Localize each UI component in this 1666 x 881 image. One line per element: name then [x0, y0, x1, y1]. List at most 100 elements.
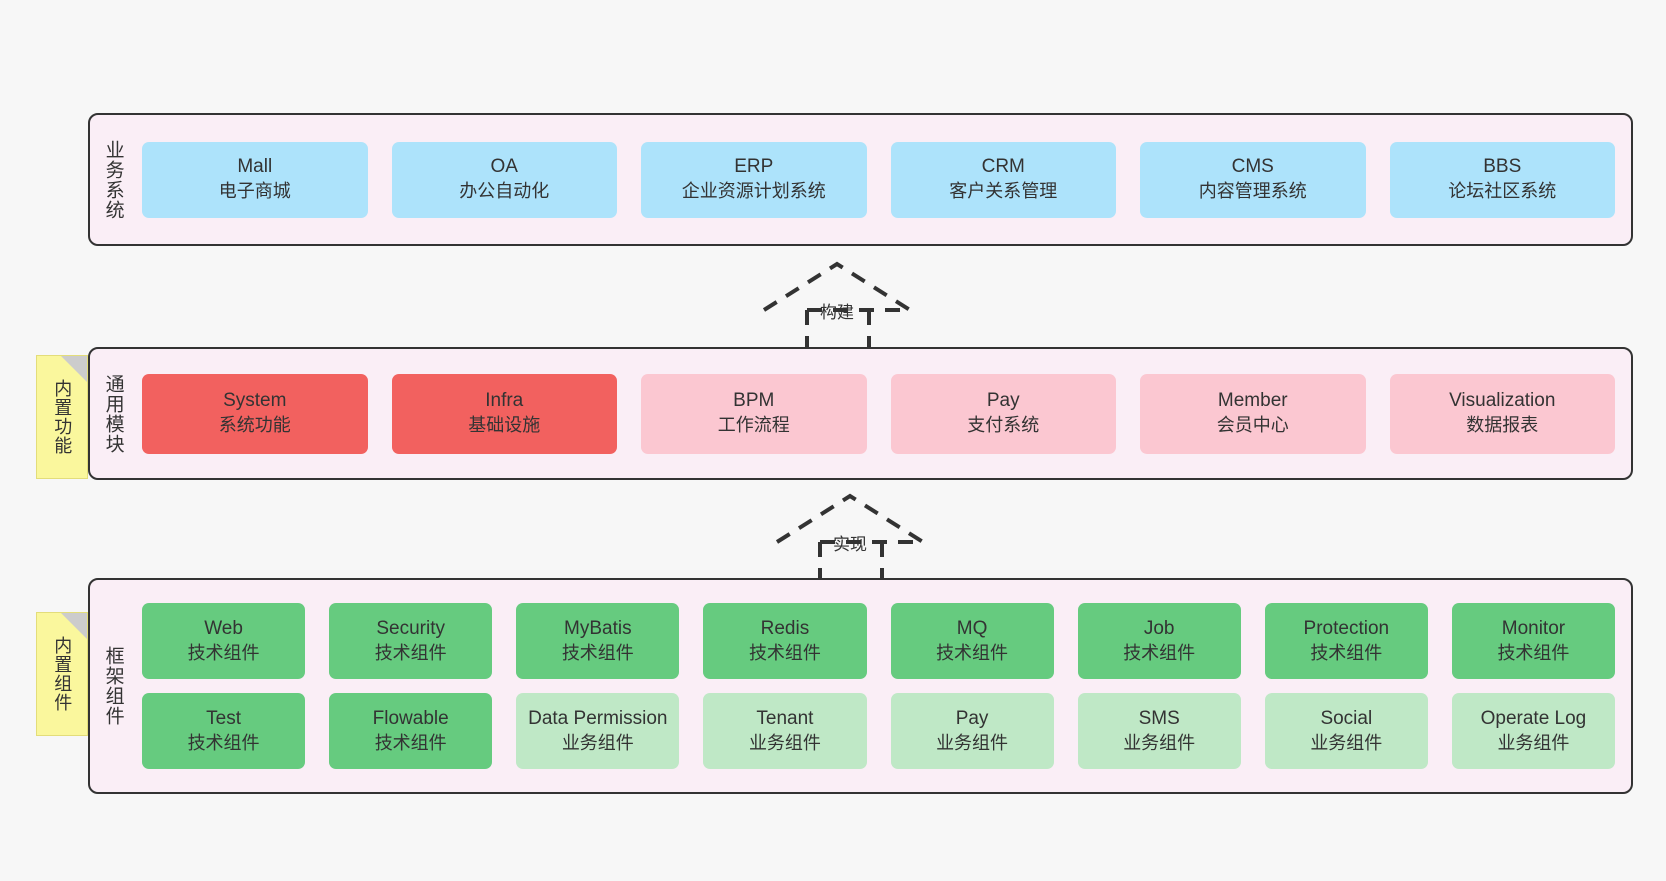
- module-card-pay[interactable]: Pay 支付系统: [890, 373, 1116, 454]
- module-card-subtitle: 企业资源计划系统: [681, 181, 826, 202]
- module-card-member[interactable]: Member 会员中心: [1140, 373, 1366, 454]
- component-card-title: Monitor: [1501, 617, 1566, 639]
- module-card-subtitle: 基础设施: [468, 415, 541, 436]
- component-card-title: Job: [1143, 617, 1175, 639]
- component-card-security[interactable]: Security 技术组件: [329, 603, 493, 679]
- component-card-title: Social: [1320, 707, 1373, 729]
- module-card-subtitle: 工作流程: [717, 415, 790, 436]
- layer-title-common-module: 通用模块: [102, 373, 124, 454]
- module-card-title: Pay: [986, 390, 1020, 412]
- layer-common-module: 通用模块 System 系统功能 Infra 基础设施 BPM 工作流程 Pay…: [88, 347, 1633, 480]
- module-card-title: Member: [1217, 390, 1288, 412]
- layer-body-business-system: Mall 电子商城 OA 办公自动化 ERP 企业资源计划系统 CRM 客户关系…: [136, 115, 1631, 244]
- layer-framework-component: 框架组件 Web 技术组件 Security 技术组件 MyBatis 技术组件…: [88, 578, 1633, 794]
- module-card-title: Mall: [237, 156, 273, 178]
- connector-implement-label: 实现: [833, 535, 867, 554]
- component-card-title: MyBatis: [564, 617, 632, 639]
- component-card-subtitle: 技术组件: [374, 732, 447, 753]
- component-card-flowable[interactable]: Flowable 技术组件: [329, 693, 493, 769]
- component-card-data-permission[interactable]: Data Permission 业务组件: [516, 693, 680, 769]
- module-card-subtitle: 办公自动化: [459, 181, 550, 202]
- card-row: Web 技术组件 Security 技术组件 MyBatis 技术组件 Redi…: [142, 603, 1615, 679]
- module-card-title: System: [223, 390, 287, 412]
- sticky-note-label: 内置组件: [52, 636, 73, 712]
- component-card-title: MQ: [956, 617, 988, 639]
- component-card-title: Protection: [1303, 617, 1390, 639]
- component-card-subtitle: 技术组件: [187, 732, 260, 753]
- generalization-arrowhead-icon: [775, 493, 925, 544]
- component-card-monitor[interactable]: Monitor 技术组件: [1451, 603, 1615, 679]
- module-card-title: Infra: [485, 390, 524, 412]
- component-card-subtitle: 业务组件: [936, 732, 1009, 753]
- component-card-title: Flowable: [372, 707, 449, 729]
- component-card-title: Web: [204, 617, 243, 639]
- module-card-title: BBS: [1483, 156, 1522, 178]
- module-card-title: CMS: [1231, 156, 1274, 178]
- sticky-note-label: 内置功能: [52, 379, 73, 455]
- component-card-web[interactable]: Web 技术组件: [142, 603, 306, 679]
- component-card-subtitle: 技术组件: [374, 642, 447, 663]
- module-card-erp[interactable]: ERP 企业资源计划系统: [641, 141, 867, 218]
- module-card-bbs[interactable]: BBS 论坛社区系统: [1389, 141, 1615, 218]
- component-card-title: Operate Log: [1480, 707, 1587, 729]
- card-row: System 系统功能 Infra 基础设施 BPM 工作流程 Pay 支付系统…: [142, 373, 1615, 454]
- module-card-title: ERP: [734, 156, 774, 178]
- connector-build-label: 构建: [820, 303, 854, 322]
- component-card-subtitle: 技术组件: [561, 642, 634, 663]
- module-card-subtitle: 论坛社区系统: [1448, 181, 1557, 202]
- module-card-mall[interactable]: Mall 电子商城: [142, 141, 368, 218]
- component-card-subtitle: 技术组件: [936, 642, 1009, 663]
- connector-implement: 实现: [775, 490, 925, 580]
- component-card-title: Test: [206, 707, 241, 729]
- component-card-subtitle: 业务组件: [1310, 732, 1383, 753]
- component-card-title: SMS: [1138, 707, 1180, 729]
- layer-body-framework-component: Web 技术组件 Security 技术组件 MyBatis 技术组件 Redi…: [136, 580, 1631, 792]
- layer-title-framework-component: 框架组件: [102, 646, 124, 726]
- component-card-subtitle: 技术组件: [1497, 642, 1570, 663]
- sticky-note-builtin-component: 内置组件: [36, 612, 88, 736]
- module-card-system[interactable]: System 系统功能: [142, 373, 368, 454]
- card-row: Test 技术组件 Flowable 技术组件 Data Permission …: [142, 693, 1615, 769]
- component-card-title: Tenant: [756, 707, 814, 729]
- connector-build: 构建: [762, 258, 912, 348]
- layer-business-system: 业务系统 Mall 电子商城 OA 办公自动化 ERP 企业资源计划系统 CRM…: [88, 113, 1633, 246]
- module-card-cms[interactable]: CMS 内容管理系统: [1140, 141, 1366, 218]
- component-card-mq[interactable]: MQ 技术组件: [890, 603, 1054, 679]
- module-card-subtitle: 内容管理系统: [1198, 181, 1307, 202]
- module-card-subtitle: 客户关系管理: [949, 181, 1058, 202]
- module-card-title: Visualization: [1449, 390, 1556, 412]
- module-card-infra[interactable]: Infra 基础设施: [391, 373, 617, 454]
- component-card-redis[interactable]: Redis 技术组件: [703, 603, 867, 679]
- component-card-title: Redis: [760, 617, 810, 639]
- module-card-bpm[interactable]: BPM 工作流程: [641, 373, 867, 454]
- module-card-subtitle: 支付系统: [967, 415, 1040, 436]
- component-card-mybatis[interactable]: MyBatis 技术组件: [516, 603, 680, 679]
- module-card-crm[interactable]: CRM 客户关系管理: [890, 141, 1116, 218]
- component-card-subtitle: 业务组件: [1123, 732, 1196, 753]
- component-card-protection[interactable]: Protection 技术组件: [1264, 603, 1428, 679]
- component-card-job[interactable]: Job 技术组件: [1077, 603, 1241, 679]
- component-card-title: Security: [376, 617, 445, 639]
- module-card-subtitle: 电子商城: [218, 181, 291, 202]
- component-card-sms[interactable]: SMS 业务组件: [1077, 693, 1241, 769]
- component-card-test[interactable]: Test 技术组件: [142, 693, 306, 769]
- module-card-title: OA: [490, 156, 518, 178]
- module-card-subtitle: 数据报表: [1466, 415, 1539, 436]
- component-card-subtitle: 业务组件: [561, 732, 634, 753]
- component-card-title: Pay: [955, 707, 989, 729]
- generalization-arrowhead-icon: [762, 261, 912, 312]
- module-card-subtitle: 会员中心: [1216, 415, 1289, 436]
- module-card-oa[interactable]: OA 办公自动化: [391, 141, 617, 218]
- component-card-subtitle: 业务组件: [748, 732, 821, 753]
- layer-body-common-module: System 系统功能 Infra 基础设施 BPM 工作流程 Pay 支付系统…: [136, 349, 1631, 478]
- module-card-title: BPM: [733, 390, 775, 412]
- component-card-operate-log[interactable]: Operate Log 业务组件: [1451, 693, 1615, 769]
- module-card-visualization[interactable]: Visualization 数据报表: [1389, 373, 1615, 454]
- component-card-social[interactable]: Social 业务组件: [1264, 693, 1428, 769]
- component-card-subtitle: 技术组件: [748, 642, 821, 663]
- component-card-tenant[interactable]: Tenant 业务组件: [703, 693, 867, 769]
- component-card-subtitle: 技术组件: [187, 642, 260, 663]
- component-card-title: Data Permission: [528, 707, 668, 729]
- component-card-pay[interactable]: Pay 业务组件: [890, 693, 1054, 769]
